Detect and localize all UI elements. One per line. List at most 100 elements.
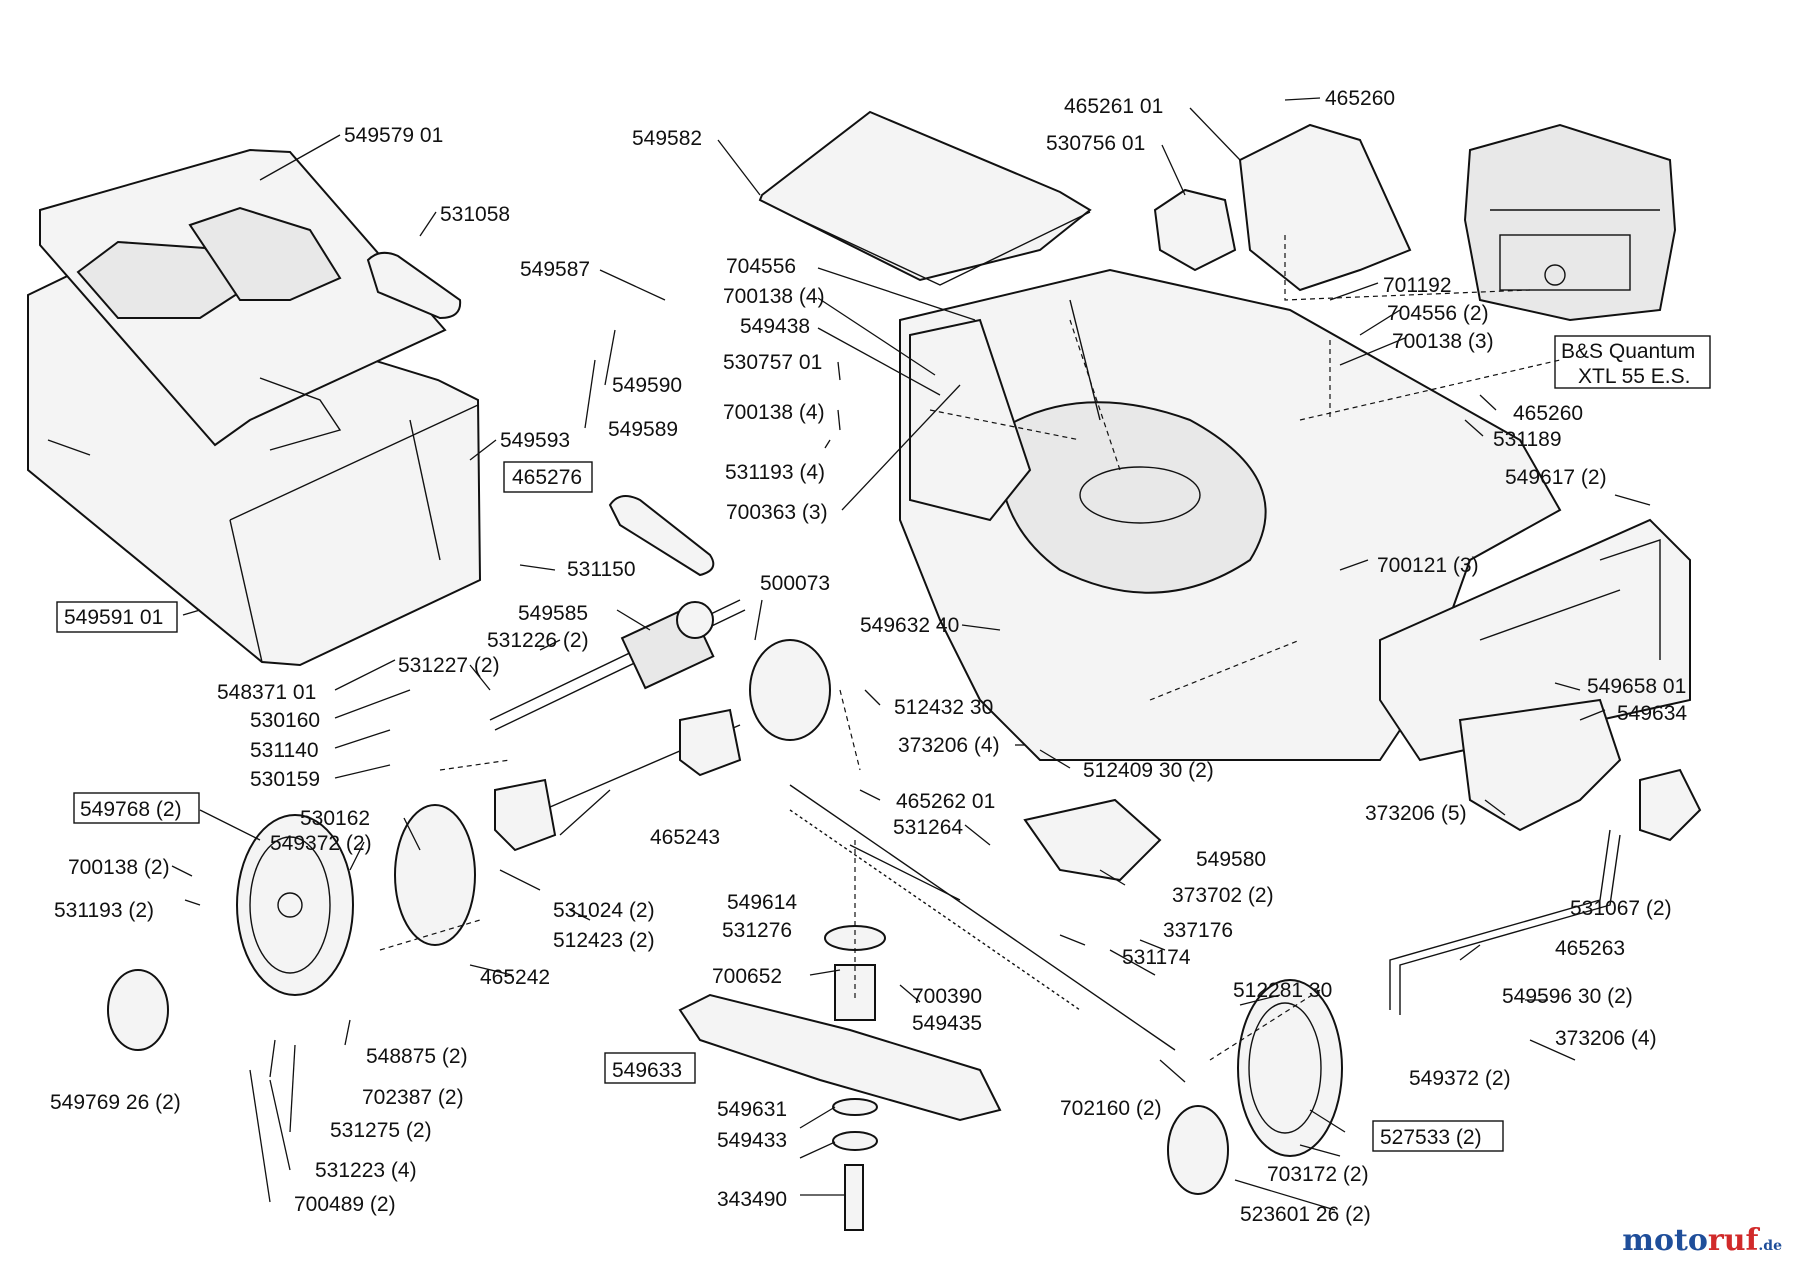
- part-label: 343490: [717, 1188, 787, 1211]
- part-label: 373206 (5): [1365, 802, 1467, 825]
- drive-belt: [608, 495, 715, 577]
- tension-rod: [789, 784, 1176, 1051]
- mulch-plate: [1458, 698, 1622, 832]
- washer-549631: [832, 1098, 878, 1116]
- part-label: 549634: [1617, 702, 1687, 725]
- part-label: 512423 (2): [553, 929, 655, 952]
- part-label: 702160 (2): [1060, 1097, 1162, 1120]
- part-label: 527533 (2): [1380, 1126, 1482, 1149]
- part-label: 465260: [1325, 87, 1395, 110]
- part-label: 531193 (2): [54, 899, 154, 922]
- part-label: 548875 (2): [366, 1045, 468, 1068]
- washer-549433: [832, 1131, 878, 1151]
- part-label: 531024 (2): [553, 899, 655, 922]
- part-labels: 549579 01 531058 549582 465261 01 465260…: [50, 87, 1687, 1226]
- part-label: 549614: [727, 891, 797, 914]
- part-label: 530159: [250, 768, 320, 791]
- watermark-suffix: .de: [1758, 1238, 1782, 1254]
- part-label: 373206 (4): [1555, 1027, 1657, 1050]
- watermark-part1: moto: [1622, 1223, 1708, 1258]
- mower-blade: [678, 993, 1002, 1122]
- grass-catcher-bag: [27, 268, 482, 667]
- part-label: 530162: [300, 807, 370, 830]
- part-label: 700390: [912, 985, 982, 1008]
- part-label: 702387 (2): [362, 1086, 464, 1109]
- part-label: 530756 01: [1046, 132, 1145, 155]
- front-axle: [1389, 768, 1702, 1015]
- part-label: 549593: [500, 429, 570, 452]
- blade-adapter: [834, 964, 876, 1021]
- part-label: 549587: [520, 258, 590, 281]
- part-label: 549438: [740, 315, 810, 338]
- part-label: 549632 40: [860, 614, 959, 637]
- part-label: 531223 (4): [315, 1159, 417, 1182]
- part-label: 549768 (2): [80, 798, 182, 821]
- part-label: 465242: [480, 966, 550, 989]
- part-label: 530160: [250, 709, 320, 732]
- rear-axle-plate: [909, 318, 1032, 522]
- wheel-disc: [394, 804, 476, 946]
- part-label: 549372 (2): [270, 832, 372, 855]
- part-label: 549435: [912, 1012, 982, 1035]
- handle-grip: [366, 251, 462, 320]
- blade-bolt: [844, 1164, 864, 1231]
- part-label: 549585: [518, 602, 588, 625]
- part-label: 700138 (2): [68, 856, 170, 879]
- part-label: 549582: [632, 127, 702, 150]
- part-label: 531150: [567, 558, 636, 581]
- rear-axle: [494, 708, 742, 852]
- part-label: 549590: [612, 374, 682, 397]
- part-label: 700138 (3): [1392, 330, 1494, 353]
- part-label: 337176: [1163, 919, 1233, 942]
- engine-shroud-panel: [1238, 123, 1412, 292]
- part-label: 465260: [1513, 402, 1583, 425]
- part-label: 531174: [1122, 946, 1191, 969]
- part-label: 549596 30 (2): [1502, 985, 1633, 1008]
- part-label: 465262 01: [896, 790, 995, 813]
- part-label: 500073: [760, 572, 830, 595]
- part-label: 465276: [512, 466, 582, 489]
- part-label: 700138 (4): [723, 285, 825, 308]
- drive-pulley: [749, 639, 831, 741]
- part-label: 549769 26 (2): [50, 1091, 181, 1114]
- leader-lines: [171, 97, 1651, 1211]
- part-label: 531189: [1493, 428, 1562, 451]
- part-label: 549591 01: [64, 606, 163, 629]
- part-label: 549633: [612, 1059, 682, 1082]
- rear-wheel-left: [236, 814, 354, 996]
- engine: [1463, 123, 1677, 322]
- rear-hubcap-left: [107, 969, 169, 1051]
- site-watermark: motoruf.de: [1622, 1223, 1782, 1258]
- part-label: 531140: [250, 739, 319, 762]
- part-label: 703172 (2): [1267, 1163, 1369, 1186]
- part-label: 531264: [893, 816, 963, 839]
- front-wheel: [1237, 979, 1343, 1157]
- part-label: 523601 26 (2): [1240, 1203, 1371, 1226]
- part-label: 530757 01: [723, 351, 822, 374]
- engine-label-box: [1554, 335, 1711, 389]
- part-label: 531276: [722, 919, 792, 942]
- part-label: 700652: [712, 965, 782, 988]
- part-label: 465243: [650, 826, 720, 849]
- part-label: 373702 (2): [1172, 884, 1274, 907]
- spring-coil: [789, 809, 1081, 1011]
- part-label: 512409 30 (2): [1083, 759, 1214, 782]
- front-hubcap: [1167, 1105, 1229, 1195]
- side-discharge-cover: [1379, 518, 1691, 762]
- catcher-lid: [39, 148, 447, 451]
- part-label: 512281 30: [1233, 979, 1332, 1002]
- part-label: 549433: [717, 1129, 787, 1152]
- part-label: 704556 (2): [1387, 302, 1489, 325]
- engine-label-line1: B&S Quantum: [1561, 340, 1695, 363]
- part-label: 373206 (4): [898, 734, 1000, 757]
- part-label: 700121 (3): [1377, 554, 1479, 577]
- part-label: 465263: [1555, 937, 1625, 960]
- part-label: 531275 (2): [330, 1119, 432, 1142]
- part-label: 548371 01: [217, 681, 316, 704]
- part-label: 549372 (2): [1409, 1067, 1511, 1090]
- part-label: 700138 (4): [723, 401, 825, 424]
- gearbox-assembly: [489, 599, 746, 731]
- mount-bracket: [1153, 188, 1237, 272]
- part-label: 701192: [1383, 274, 1452, 297]
